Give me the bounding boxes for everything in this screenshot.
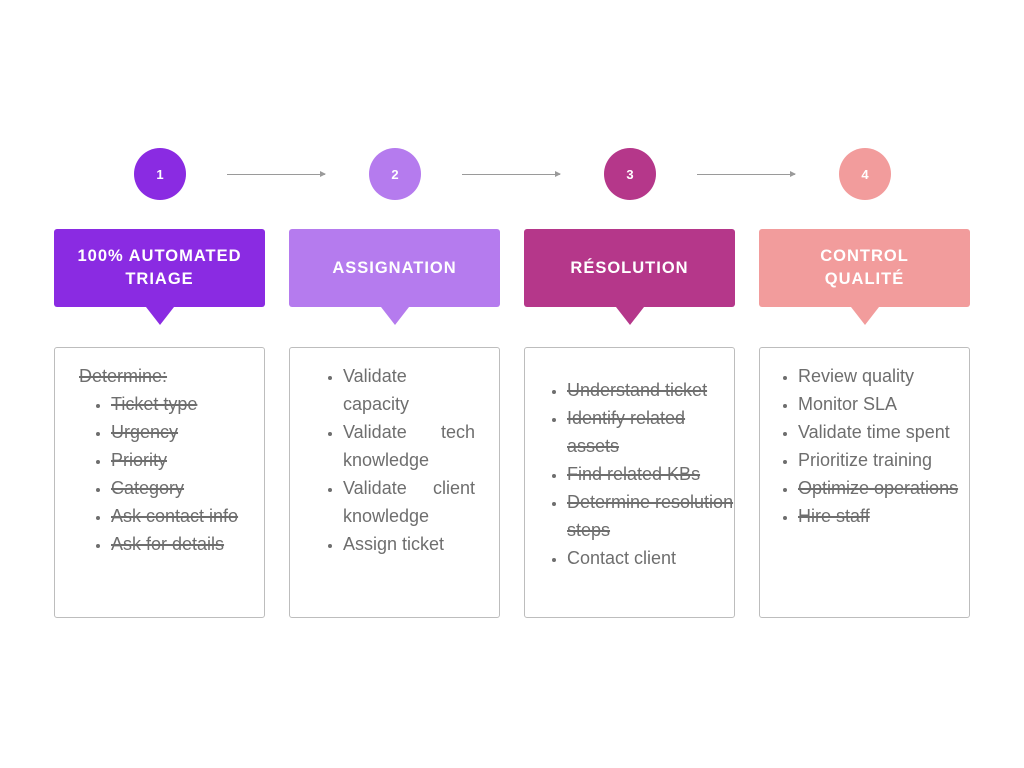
list-item: Priority xyxy=(111,446,264,474)
list-item: Monitor SLA xyxy=(798,390,969,418)
step-4-list: Review quality Monitor SLA Validate time… xyxy=(760,362,969,530)
step-4-title: CONTROL QUALITÉ xyxy=(820,247,909,288)
list-item-text: Ask for details xyxy=(111,534,225,554)
step-2-pointer xyxy=(380,307,409,325)
list-item-text: Review quality xyxy=(798,366,915,386)
list-item-text: Prioritize training xyxy=(798,450,933,470)
connector-arrow-2-3 xyxy=(462,171,561,177)
list-item-text: Validate time spent xyxy=(798,422,950,442)
list-item: Category xyxy=(111,474,264,502)
step-3-pointer xyxy=(615,307,644,325)
list-item: Validate time spent xyxy=(798,418,969,446)
step-4-card: Review quality Monitor SLA Validate time… xyxy=(759,347,970,618)
step-3-card: Understand ticket Identify related asset… xyxy=(524,347,735,618)
list-item: Determine resolution steps xyxy=(567,488,734,544)
list-item: Assign ticket xyxy=(343,530,475,558)
list-item: Find related KBs xyxy=(567,460,734,488)
list-item: Urgency xyxy=(111,418,264,446)
step-1-lead: Determine: xyxy=(79,366,168,386)
list-item-text: Priority xyxy=(111,450,168,470)
step-3-header: RÉSOLUTION xyxy=(524,229,735,325)
connector-arrow-1-2 xyxy=(227,171,326,177)
list-item-text: Determine resolution steps xyxy=(567,492,734,540)
step-1-pointer xyxy=(145,307,174,325)
step-2-card: Validate capacity Validate tech knowledg… xyxy=(289,347,500,618)
step-1-circle: 1 xyxy=(134,148,186,200)
step-4-circle: 4 xyxy=(839,148,891,200)
list-item-text: Monitor SLA xyxy=(798,394,898,414)
step-1-card: Determine: Ticket type Urgency Priority … xyxy=(54,347,265,618)
step-3-circle: 3 xyxy=(604,148,656,200)
list-item-text: Find related KBs xyxy=(567,464,701,484)
list-item: Validate capacity xyxy=(343,362,475,418)
step-2-header: ASSIGNATION xyxy=(289,229,500,325)
list-item: Review quality xyxy=(798,362,969,390)
list-item-text: Validate capacity xyxy=(343,366,410,414)
list-item: Validate client knowledge xyxy=(343,474,475,530)
list-item-text: Ask contact info xyxy=(111,506,239,526)
step-1-header: 100% AUTOMATED TRIAGE xyxy=(54,229,265,325)
list-item-text: Ticket type xyxy=(111,394,198,414)
step-3-list: Understand ticket Identify related asset… xyxy=(525,376,734,572)
list-item-text: Validate client knowledge xyxy=(343,478,475,526)
list-item: Prioritize training xyxy=(798,446,969,474)
list-item-text: Optimize operations xyxy=(798,478,959,498)
list-item: Contact client xyxy=(567,544,734,572)
list-item-text: Hire staff xyxy=(798,506,870,526)
list-item: Hire staff xyxy=(798,502,969,530)
step-2-list: Validate capacity Validate tech knowledg… xyxy=(290,362,475,558)
step-2-title: ASSIGNATION xyxy=(332,258,457,277)
step-2-circle: 2 xyxy=(369,148,421,200)
list-item: Ask for details xyxy=(111,530,264,558)
list-item: Ticket type xyxy=(111,390,264,418)
list-item: Understand ticket xyxy=(567,376,734,404)
list-item: Optimize operations xyxy=(798,474,969,502)
list-item-text: Identify related assets xyxy=(567,408,686,456)
list-item-text: Category xyxy=(111,478,185,498)
step-1-title: 100% AUTOMATED TRIAGE xyxy=(77,247,242,288)
list-item-text: Urgency xyxy=(111,422,179,442)
step-4-header: CONTROL QUALITÉ xyxy=(759,229,970,325)
list-item: Ask contact info xyxy=(111,502,264,530)
list-item: Identify related assets xyxy=(567,404,734,460)
list-item-text: Validate tech knowledge xyxy=(343,422,475,470)
step-1-list: Ticket type Urgency Priority Category As… xyxy=(55,390,264,558)
connector-arrow-3-4 xyxy=(697,171,796,177)
step-4-pointer xyxy=(850,307,879,325)
list-item-text: Understand ticket xyxy=(567,380,708,400)
list-item: Validate tech knowledge xyxy=(343,418,475,474)
list-item-text: Assign ticket xyxy=(343,534,445,554)
step-3-title: RÉSOLUTION xyxy=(570,258,689,277)
list-item-text: Contact client xyxy=(567,548,677,568)
